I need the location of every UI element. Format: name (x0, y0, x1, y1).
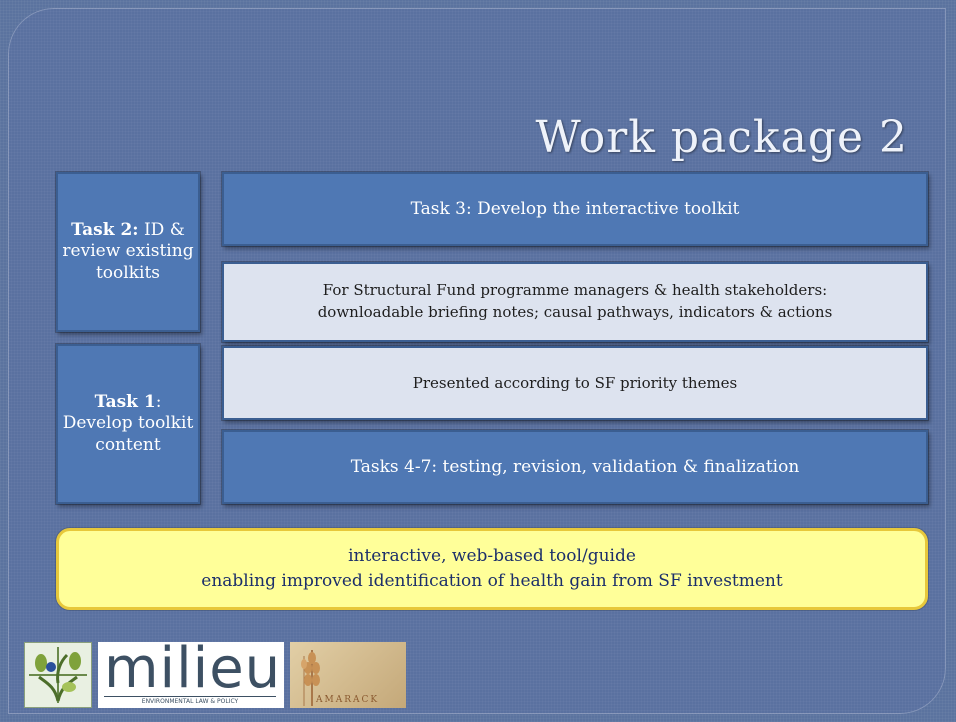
tasks4-7-box: Tasks 4-7: testing, revision, validation… (222, 430, 928, 504)
task1-text: Task 1: Develop toolkit content (58, 392, 198, 456)
presented-label: Presented according to SF priority theme… (412, 374, 738, 392)
outcome-box: interactive, web-based tool/guide enabli… (56, 528, 928, 610)
managers-line-1: For Structural Fund programme managers &… (322, 281, 828, 300)
tree-logo-icon (24, 642, 92, 708)
task3-label: Task 3: Develop the interactive toolkit (410, 199, 740, 219)
task1-label: Task 1 (94, 392, 156, 413)
outcome-line-1: interactive, web-based tool/guide (348, 546, 636, 567)
managers-box: For Structural Fund programme managers &… (222, 262, 928, 342)
slide-title: Work package 2 (535, 112, 908, 163)
task2-label: Task 2: (71, 220, 139, 241)
tasks4-7-label: Tasks 4-7: testing, revision, validation… (350, 457, 800, 477)
task1-description: : Develop toolkit content (62, 392, 194, 455)
task2-text: Task 2: ID & review existing toolkits (58, 220, 198, 284)
task2-description: ID & review existing toolkits (62, 220, 194, 283)
outcome-line-2: enabling improved identification of heal… (201, 571, 783, 591)
tamarack-name: AMARACK (316, 695, 380, 705)
tamarack-logo: AMARACK (290, 642, 406, 708)
milieu-wordmark: milieu (104, 636, 282, 701)
milieu-tagline: ENVIRONMENTAL LAW & POLICY (104, 696, 276, 705)
task3-box: Task 3: Develop the interactive toolkit (222, 172, 928, 246)
managers-text: For Structural Fund programme managers &… (318, 280, 833, 324)
task1-box: Task 1: Develop toolkit content (56, 344, 200, 504)
task2-box: Task 2: ID & review existing toolkits (56, 172, 200, 332)
managers-line-2: downloadable briefing notes; causal path… (317, 303, 833, 321)
milieu-logo: milieu ENVIRONMENTAL LAW & POLICY (98, 636, 284, 708)
wheat-icon (301, 650, 320, 706)
presented-box: Presented according to SF priority theme… (222, 346, 928, 420)
